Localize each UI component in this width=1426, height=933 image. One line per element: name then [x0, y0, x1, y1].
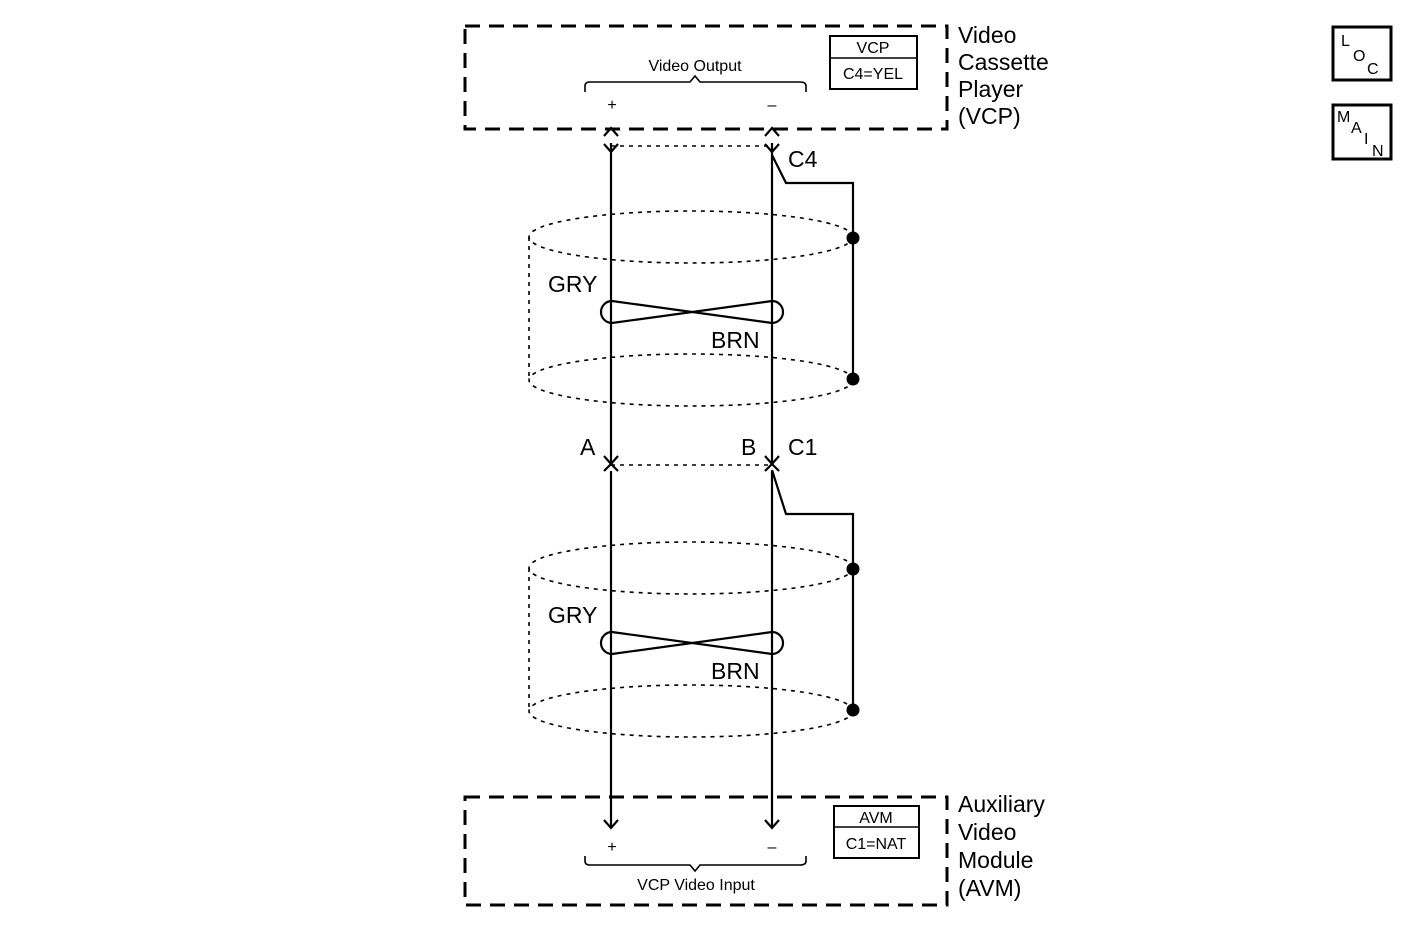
connector-c1-label: C1 [788, 434, 817, 460]
loc-button[interactable]: L O C [1331, 25, 1393, 82]
avm-component-box [463, 795, 949, 907]
connector-pin-a-label: A [580, 434, 596, 460]
avm-title-line-1: Auxiliary [958, 791, 1045, 817]
loc-letter-3: C [1367, 61, 1379, 78]
avm-group-brace [584, 856, 807, 873]
avm-title: Auxiliary Video Module (AVM) [958, 791, 1045, 901]
shielded-cable-upper: GRY BRN [528, 154, 860, 407]
drain-wire-upper [771, 154, 855, 380]
wire-gry [603, 126, 619, 830]
shield-top-ring [528, 210, 854, 264]
vcp-connector-label: VCP C4=YEL [829, 35, 918, 90]
wire-color-brn-lower: BRN [711, 658, 760, 684]
main-letter-3: I [1364, 131, 1368, 148]
wire-color-brn-upper: BRN [711, 327, 760, 353]
vcp-title: Video Cassette Player (VCP) [958, 22, 1049, 129]
vcp-component: VCP C4=YEL Video Cassette Player (VCP) V… [463, 22, 1049, 131]
shield-bottom-ring [528, 684, 854, 738]
avm-connector-info: C1=NAT [846, 836, 907, 853]
avm-component: AVM C1=NAT Auxiliary Video Module (AVM) … [463, 791, 1045, 907]
vcp-title-line-3: Player [958, 76, 1024, 102]
vcp-title-line-4: (VCP) [958, 103, 1021, 129]
connector-c4-label: C4 [788, 146, 818, 172]
avm-title-line-3: Module [958, 847, 1033, 873]
avm-pin-minus: – [768, 839, 777, 856]
vcp-title-line-1: Video [958, 22, 1016, 48]
main-letter-1: M [1337, 109, 1350, 126]
main-button[interactable]: M A I N [1331, 103, 1393, 161]
shield-splice-upper-1 [846, 231, 860, 245]
drain-wire-lower [770, 469, 855, 711]
vcp-component-box [463, 24, 949, 131]
loc-letter-2: O [1353, 48, 1365, 65]
wire-brn [764, 126, 780, 830]
twisted-pair-lower [599, 630, 785, 656]
vcp-title-line-2: Cassette [958, 49, 1049, 75]
avm-connector-label: AVM C1=NAT [833, 805, 920, 859]
vcp-pin-minus: – [768, 97, 777, 114]
shield-splice-lower-1 [846, 562, 860, 576]
loc-letter-1: L [1341, 33, 1350, 50]
shield-bottom-ring [528, 353, 854, 407]
vcp-group-brace [584, 74, 807, 92]
vcp-connector-name: VCP [857, 40, 890, 57]
vcp-connector-info: C4=YEL [843, 66, 903, 83]
shield-splice-upper-2 [846, 372, 860, 386]
shielded-cable-lower: GRY BRN [528, 469, 860, 738]
shield-top-ring [528, 541, 854, 595]
main-letter-2: A [1351, 120, 1362, 137]
wire-color-gry-lower: GRY [548, 602, 597, 628]
avm-group-label: VCP Video Input [637, 877, 755, 894]
avm-pin-plus: + [607, 839, 616, 856]
vcp-group-label: Video Output [648, 58, 742, 75]
wire-color-gry-upper: GRY [548, 271, 597, 297]
main-letter-4: N [1372, 143, 1384, 160]
connector-pin-b-label: B [741, 434, 756, 460]
avm-title-line-2: Video [958, 819, 1016, 845]
shield-splice-lower-2 [846, 703, 860, 717]
avm-title-line-4: (AVM) [958, 875, 1021, 901]
avm-connector-name: AVM [859, 810, 892, 827]
vcp-pin-plus: + [607, 97, 616, 114]
twisted-pair-upper [599, 299, 785, 325]
